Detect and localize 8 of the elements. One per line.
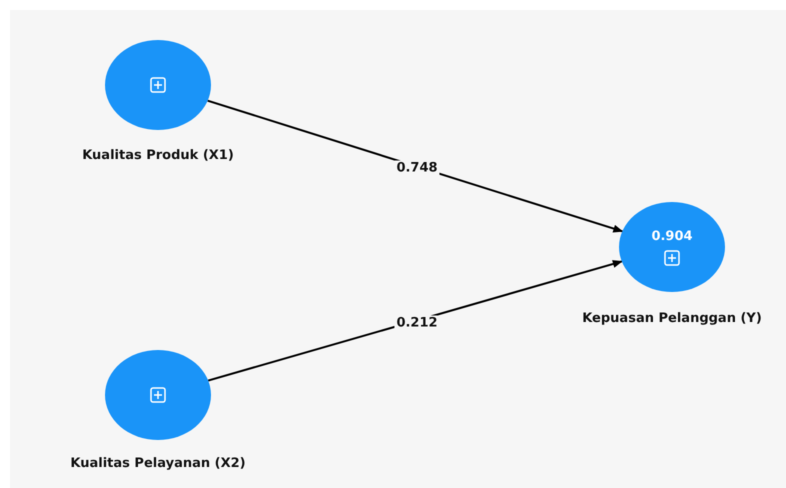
construct-label: Kepuasan Pelanggan (Y) [582, 311, 762, 326]
edge-label: 0.748 [394, 160, 440, 176]
arrow [207, 100, 624, 232]
arrow [208, 260, 623, 382]
construct-label: Kualitas Pelayanan (X2) [70, 456, 246, 471]
construct-label: Kualitas Produk (X1) [82, 148, 234, 163]
edge-label: 0.212 [394, 316, 440, 330]
r-squared-value: 0.904 [651, 228, 693, 244]
